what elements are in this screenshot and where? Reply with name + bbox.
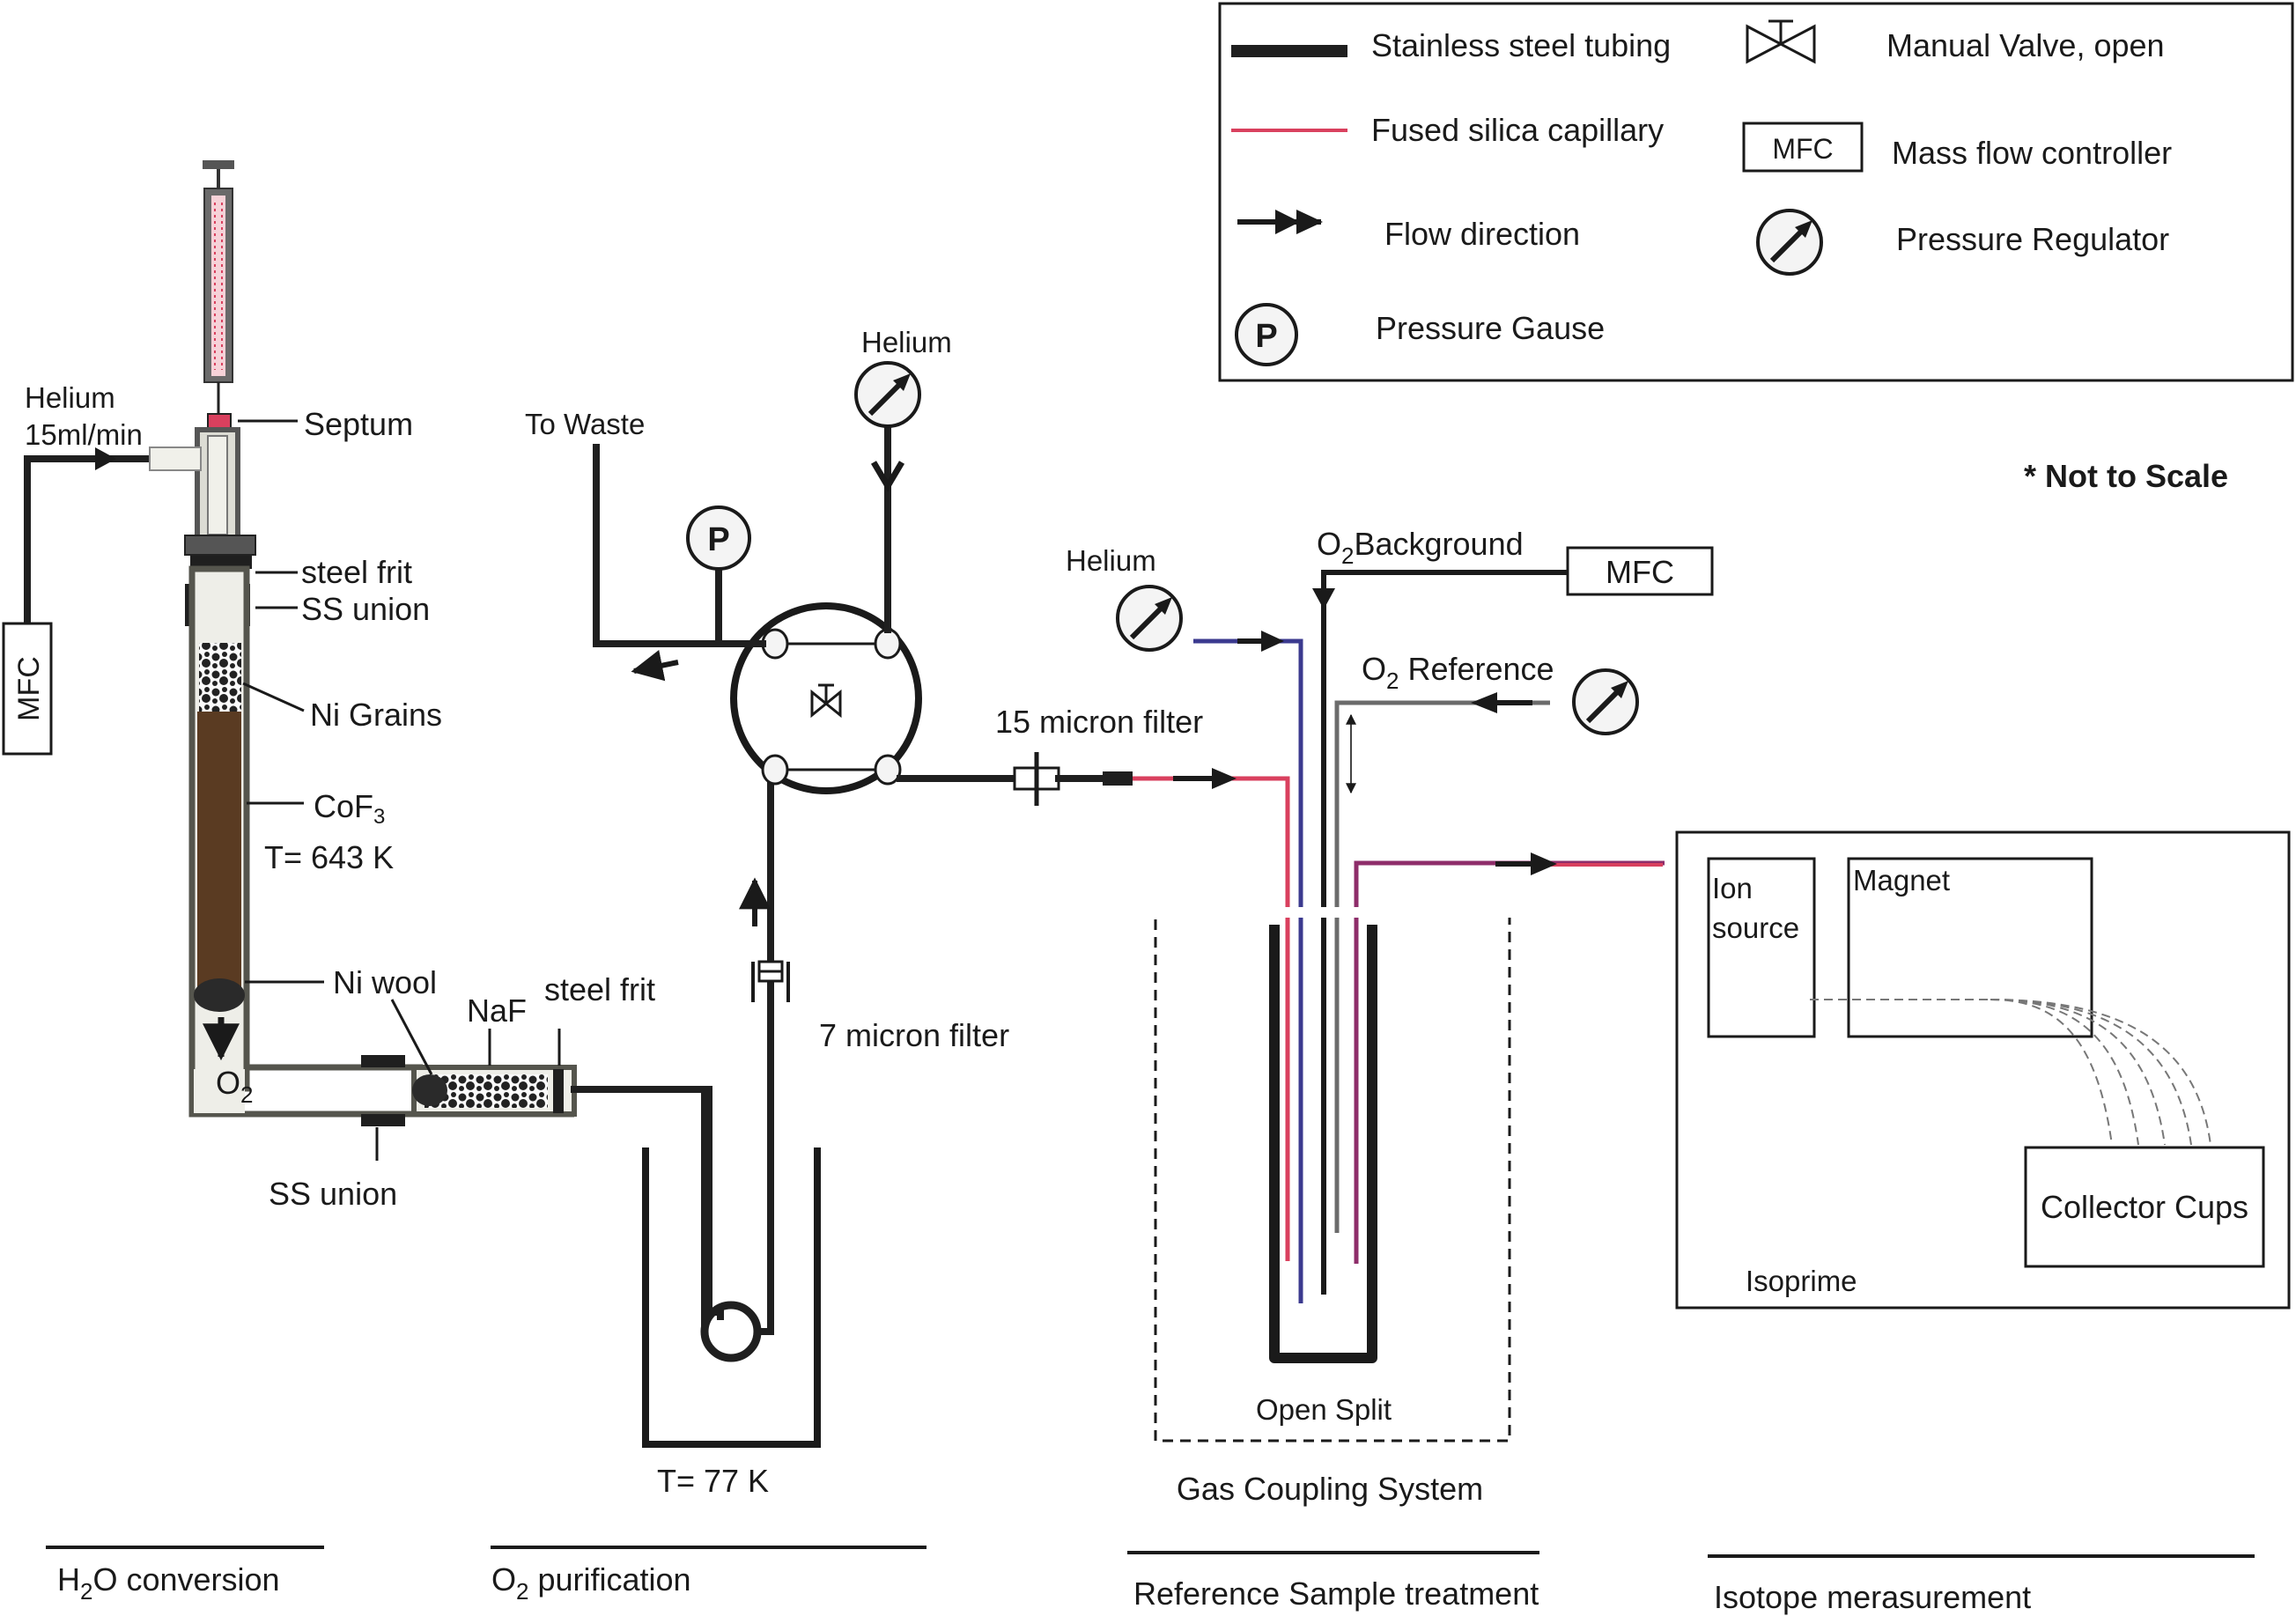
ion-source-label-2: source — [1712, 911, 1799, 944]
legend-regulator-icon — [1756, 209, 1823, 276]
trap-coil — [700, 1301, 762, 1362]
filter-15-micron — [1013, 752, 1060, 806]
ss-union-label: SS union — [301, 591, 430, 627]
steel-frit — [190, 553, 252, 569]
legend-valve-label: Manual Valve, open — [1886, 27, 2165, 63]
svg-text:P: P — [1255, 318, 1277, 355]
isoprime-label: Isoprime — [1746, 1265, 1857, 1297]
legend-regulator-label: Pressure Regulator — [1896, 221, 2169, 257]
section-h2o-conversion: H2O conversion — [57, 1561, 280, 1605]
ni-wool — [194, 978, 245, 1012]
legend-flow-arrow-icon — [1237, 210, 1323, 234]
open-split-tube — [1269, 925, 1377, 1363]
temp-77-label: T= 77 K — [657, 1463, 769, 1499]
legend-fused-label: Fused silica capillary — [1371, 112, 1664, 148]
legend-valve-icon — [1746, 19, 1816, 64]
magnet-label: Magnet — [1853, 864, 1950, 897]
o2-reference-label: O2 Reference — [1362, 651, 1554, 694]
helium-in-arrow-icon — [870, 461, 905, 492]
o2-label: O2 — [216, 1065, 253, 1108]
waste-flow-arrow-icon — [631, 649, 679, 682]
gas-coupling-label: Gas Coupling System — [1177, 1471, 1483, 1507]
ni-wool-2 — [412, 1074, 447, 1106]
legend: Stainless steel tubing Fused silica capi… — [1218, 2, 2294, 382]
helium-inlet-flow-icon — [95, 447, 116, 470]
sample-flow-arrow-icon — [1212, 768, 1237, 789]
ss-union-bottom-a — [361, 1055, 405, 1067]
legend-mfc-label: Mass flow controller — [1892, 135, 2172, 171]
magnet-box — [1847, 857, 2093, 1038]
ni-grains — [199, 643, 241, 712]
cof3-packing — [197, 712, 241, 989]
legend-gauge-icon: P — [1235, 303, 1298, 366]
helium-inlet-line — [24, 455, 153, 629]
o2-reference-flow-icon — [1471, 692, 1497, 713]
o2-purification-section: 7 micron filter T= 77 K To Waste P — [525, 326, 1203, 1499]
trap-outlet-line — [754, 771, 774, 1335]
to-waste-label: To Waste — [525, 408, 645, 440]
helium-label-purification: Helium — [861, 326, 952, 358]
pressure-gauge: P — [686, 505, 751, 571]
steel-frit-label: steel frit — [301, 554, 412, 590]
septum-label: Septum — [304, 406, 413, 442]
section-reference-sample: Reference Sample treatment — [1133, 1575, 1539, 1612]
temp-643-label: T= 643 K — [264, 839, 394, 875]
helium-capillary-flow-icon — [1261, 631, 1284, 652]
cof3-label: CoF3 — [314, 788, 385, 829]
collector-cups-box — [2024, 1146, 2265, 1268]
ni-grains-label: Ni Grains — [310, 697, 442, 733]
ion-source-box — [1707, 857, 1816, 1038]
syringe — [203, 160, 234, 458]
section-isotope-measurement: Isotope merasurement — [1714, 1579, 2031, 1615]
svg-text:P: P — [707, 521, 729, 558]
legend-mfc-box-label: MFC — [1772, 133, 1833, 165]
filter-7-label: 7 micron filter — [819, 1017, 1009, 1053]
legend-steel-label: Stainless steel tubing — [1371, 27, 1671, 63]
o2-background-line — [1321, 570, 1568, 1295]
ss-union-bottom-b — [361, 1114, 405, 1126]
ion-beam-paths — [1810, 999, 2211, 1146]
filter-15-label: 15 micron filter — [995, 704, 1203, 740]
cold-trap-dewar — [642, 1147, 821, 1448]
legend-gauge-label: Pressure Gause — [1376, 310, 1605, 346]
helium-flow-rate: 15ml/min — [25, 418, 143, 451]
helium-capillary — [1193, 638, 1303, 1303]
capillary-union — [1103, 771, 1133, 786]
naf-label: NaF — [467, 992, 527, 1029]
waste-line — [593, 444, 766, 647]
mfc-o2-background — [1566, 546, 1714, 596]
manual-valve-icon[interactable] — [810, 689, 842, 719]
ms-flow-arrow-icon — [1531, 852, 1557, 875]
helium-label-h2o: Helium — [25, 381, 115, 414]
not-to-scale-note: * Not to Scale — [2024, 458, 2228, 494]
ion-source-label-1: Ion — [1712, 872, 1753, 904]
helium-regulator-2 — [1116, 585, 1183, 652]
six-port-valve[interactable] — [730, 602, 922, 794]
helium-label-coupling: Helium — [1066, 544, 1156, 577]
steel-frit-2-label: steel frit — [544, 971, 655, 1007]
legend-box — [1218, 2, 2294, 382]
filter-7-micron — [751, 960, 790, 1002]
o2-background-flow-icon — [1312, 588, 1335, 609]
h2o-conversion-section: MFC Helium 15ml/min — [2, 160, 655, 1212]
collector-cups-label: Collector Cups — [2041, 1189, 2248, 1225]
mfc-h2o-label: MFC — [12, 656, 46, 721]
helium-regulator-1 — [854, 361, 921, 428]
isoprime-section: Ion source Magnet Collector Cups Isoprim… — [1675, 830, 2291, 1310]
o2-background-label: O2Background — [1317, 526, 1524, 569]
mfc-h2o — [2, 622, 53, 756]
legend-mfc-box — [1742, 122, 1864, 173]
legend-flow-label: Flow direction — [1384, 216, 1580, 252]
steel-frit-2 — [553, 1069, 564, 1113]
gas-coupling-section: Helium MFC O2Background O2 Reference Ope… — [1066, 526, 1714, 1507]
section-o2-purification: O2 purification — [491, 1561, 691, 1605]
section-labels: H2O conversion O2 purification Reference… — [46, 1546, 2255, 1615]
ni-wool-label: Ni wool — [333, 964, 437, 1000]
o2-reference-regulator — [1572, 668, 1639, 735]
mfc-o2-background-label: MFC — [1606, 554, 1674, 590]
ss-union-2-label: SS union — [269, 1176, 397, 1212]
open-split-label: Open Split — [1256, 1393, 1392, 1426]
